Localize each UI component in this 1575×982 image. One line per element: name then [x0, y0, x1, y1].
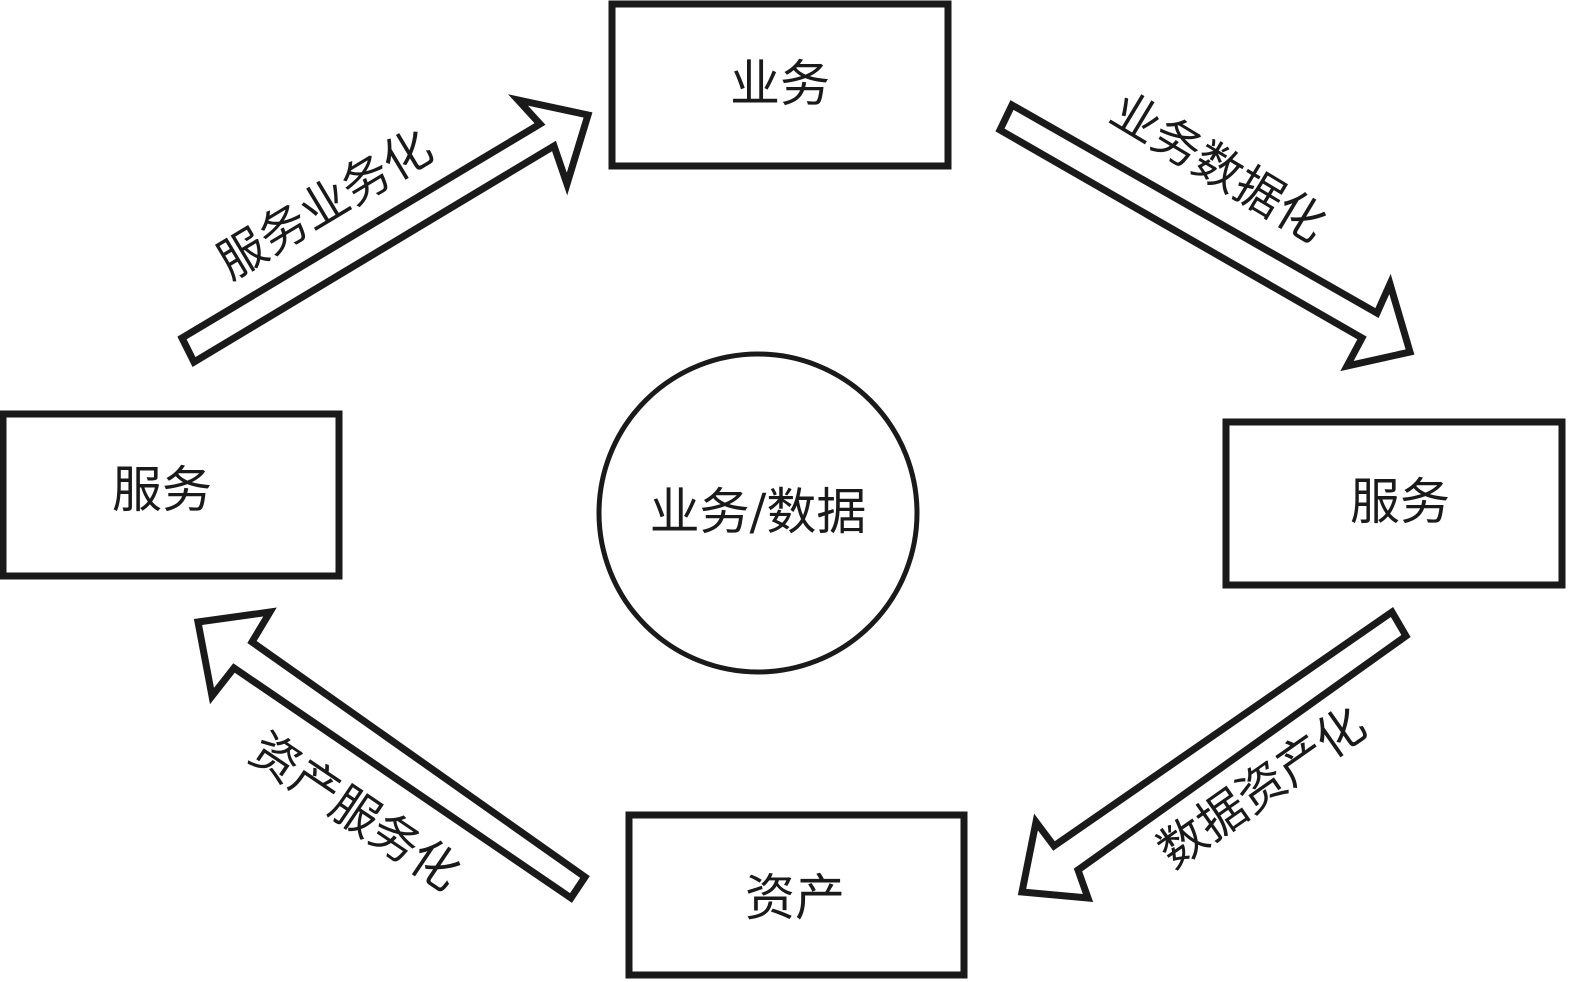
node-box — [0, 410, 343, 580]
node-business-top: 业务 — [608, 0, 952, 170]
node-box — [608, 0, 952, 170]
center-label: 业务/数据 — [650, 483, 867, 541]
edge-asset-to-service: 资产服务化 — [193, 607, 590, 903]
node-label: 服务 — [112, 461, 212, 519]
node-label: 服务 — [1350, 473, 1450, 531]
node-service-left: 服务 — [0, 410, 343, 580]
edge-service-to-asset: 数据资产化 — [1017, 606, 1411, 902]
edge-business-to-service: 业务数据化 — [995, 82, 1415, 372]
node-box — [1222, 418, 1566, 589]
arrow-down-left-icon — [1017, 606, 1411, 902]
center-circle — [596, 351, 920, 675]
node-service-right: 服务 — [1222, 418, 1566, 589]
center-hub: 业务/数据 — [596, 351, 920, 675]
node-label: 资产 — [745, 869, 845, 927]
arrow-up-right-icon — [177, 94, 593, 367]
arrow-up-left-icon — [193, 607, 590, 903]
node-label: 业务 — [730, 55, 830, 113]
edge-service-to-business: 服务业务化 — [177, 94, 593, 367]
arrow-down-right-icon — [995, 100, 1415, 372]
node-box — [625, 811, 968, 979]
node-asset-bottom: 资产 — [625, 811, 968, 979]
